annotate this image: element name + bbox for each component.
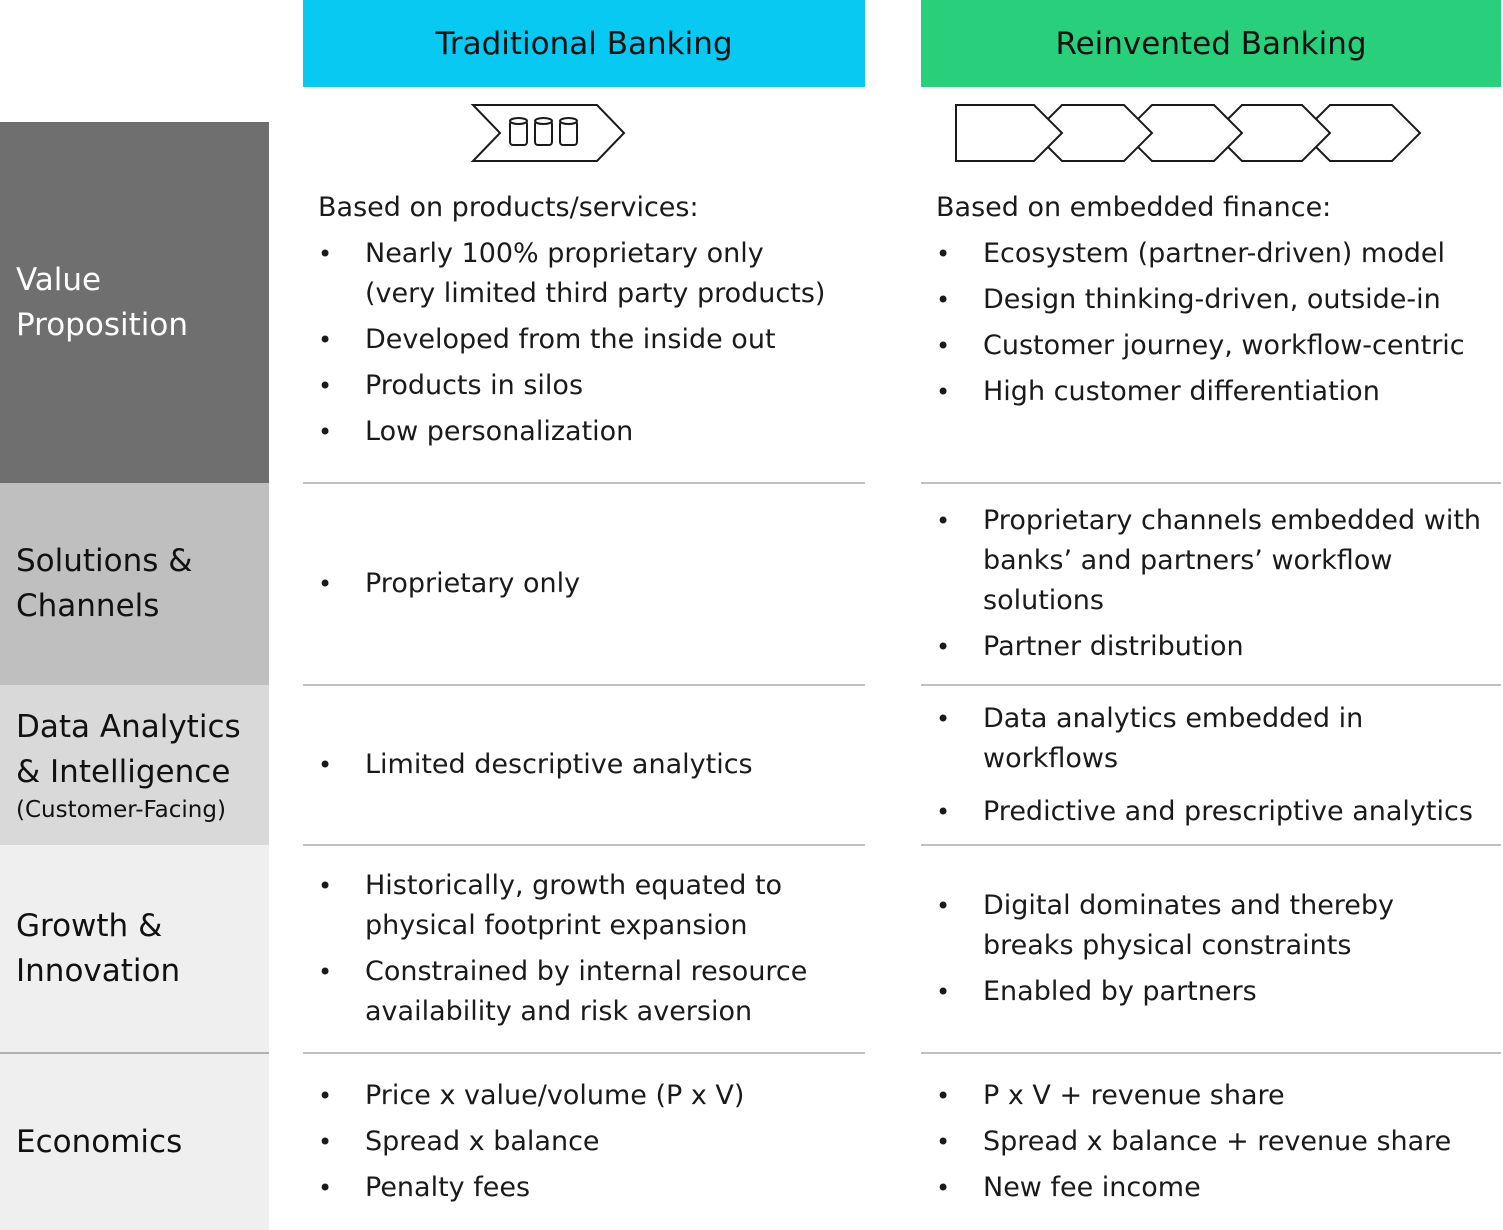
list-item: Spread x balance + revenue share bbox=[936, 1122, 1496, 1162]
row-label-text: Value Proposition bbox=[16, 261, 188, 343]
traditional-analytics-cell: Limited descriptive analytics bbox=[318, 686, 858, 844]
row-label-text: Economics bbox=[16, 1123, 183, 1160]
bullet-list: Ecosystem (partner-driven) model Design … bbox=[936, 234, 1496, 412]
list-item: Proprietary channels embedded with banks… bbox=[936, 501, 1496, 621]
reinvented-header: Reinvented Banking bbox=[921, 0, 1501, 87]
list-item: Penalty fees bbox=[318, 1168, 858, 1208]
list-item: Limited descriptive analytics bbox=[318, 745, 858, 785]
list-item: Constrained by internal resource availab… bbox=[318, 952, 835, 1032]
row-label-text: Solutions & Channels bbox=[16, 543, 193, 624]
row-divider-label bbox=[0, 1052, 269, 1054]
reinvented-analytics-cell: Data analytics embedded in workflows Pre… bbox=[936, 686, 1496, 844]
list-item: Design thinking-driven, outside-in bbox=[936, 280, 1496, 320]
reinvented-growth-cell: Digital dominates and thereby breaks phy… bbox=[936, 846, 1496, 1052]
list-item: Data analytics embedded in workflows bbox=[936, 699, 1383, 779]
divider-line bbox=[921, 1052, 1501, 1054]
list-item: Partner distribution bbox=[936, 627, 1496, 667]
list-item: P x V + revenue share bbox=[936, 1076, 1496, 1116]
list-item: Historically, growth equated to physical… bbox=[318, 866, 805, 946]
divider-line bbox=[921, 844, 1501, 846]
divider-line bbox=[303, 844, 865, 846]
reinvented-solutions-cell: Proprietary channels embedded with banks… bbox=[936, 484, 1496, 684]
reinvented-header-label: Reinvented Banking bbox=[1055, 25, 1367, 62]
row-label-value-proposition: Value Proposition bbox=[0, 122, 269, 483]
list-item: Predictive and prescriptive analytics bbox=[936, 792, 1496, 832]
list-item: Enabled by partners bbox=[936, 972, 1496, 1012]
list-item: Spread x balance bbox=[318, 1122, 858, 1162]
row-label-data-analytics: Data Analytics & Intelligence (Customer-… bbox=[0, 685, 269, 845]
list-item: Price x value/volume (P x V) bbox=[318, 1076, 858, 1116]
divider-line bbox=[921, 684, 1501, 686]
traditional-header: Traditional Banking bbox=[303, 0, 865, 87]
chevron-chain-icon bbox=[955, 104, 1422, 162]
list-item: Nearly 100% proprietary only (very limit… bbox=[318, 234, 835, 314]
divider-line bbox=[921, 482, 1501, 484]
bullet-list: Proprietary only bbox=[318, 564, 858, 604]
reinvented-value-proposition-cell: Based on embedded finance: Ecosystem (pa… bbox=[936, 188, 1496, 418]
list-item: Proprietary only bbox=[318, 564, 858, 604]
row-label-text: Growth & Innovation bbox=[16, 908, 181, 989]
reinvented-economics-cell: P x V + revenue share Spread x balance +… bbox=[936, 1054, 1496, 1230]
divider-line bbox=[303, 482, 865, 484]
bullet-list: Digital dominates and thereby breaks phy… bbox=[936, 886, 1496, 1012]
traditional-solutions-cell: Proprietary only bbox=[318, 484, 858, 684]
list-item: Customer journey, workflow-centric bbox=[936, 326, 1496, 366]
bullet-list: Data analytics embedded in workflows Pre… bbox=[936, 699, 1496, 832]
traditional-economics-cell: Price x value/volume (P x V) Spread x ba… bbox=[318, 1054, 858, 1230]
list-item: Products in silos bbox=[318, 366, 858, 406]
bullet-list: Historically, growth equated to physical… bbox=[318, 866, 858, 1032]
bullet-list: Price x value/volume (P x V) Spread x ba… bbox=[318, 1076, 858, 1208]
traditional-growth-cell: Historically, growth equated to physical… bbox=[318, 846, 858, 1052]
list-item: Ecosystem (partner-driven) model bbox=[936, 234, 1496, 274]
cell-intro: Based on embedded finance: bbox=[936, 192, 1332, 223]
traditional-value-proposition-cell: Based on products/services: Nearly 100% … bbox=[318, 188, 858, 458]
list-item: Low personalization bbox=[318, 412, 858, 452]
divider-line bbox=[303, 1052, 865, 1054]
list-item: New fee income bbox=[936, 1168, 1496, 1208]
bullet-list: Proprietary channels embedded with banks… bbox=[936, 501, 1496, 667]
bullet-list: Nearly 100% proprietary only (very limit… bbox=[318, 234, 858, 452]
row-label-growth-innovation: Growth & Innovation bbox=[0, 845, 269, 1053]
list-item: Developed from the inside out bbox=[318, 320, 858, 360]
bullet-list: P x V + revenue share Spread x balance +… bbox=[936, 1076, 1496, 1208]
row-label-economics: Economics bbox=[0, 1054, 269, 1230]
row-label-solutions-channels: Solutions & Channels bbox=[0, 483, 269, 685]
cell-intro: Based on products/services: bbox=[318, 192, 699, 223]
traditional-header-label: Traditional Banking bbox=[435, 25, 733, 62]
divider-line bbox=[303, 684, 865, 686]
row-label-text: Data Analytics & Intelligence bbox=[16, 709, 241, 790]
chevron-with-silos-icon bbox=[470, 104, 626, 162]
row-sublabel-text: (Customer-Facing) bbox=[16, 797, 226, 823]
list-item: Digital dominates and thereby breaks phy… bbox=[936, 886, 1413, 966]
list-item: High customer differentiation bbox=[936, 372, 1496, 412]
bullet-list: Limited descriptive analytics bbox=[318, 745, 858, 785]
